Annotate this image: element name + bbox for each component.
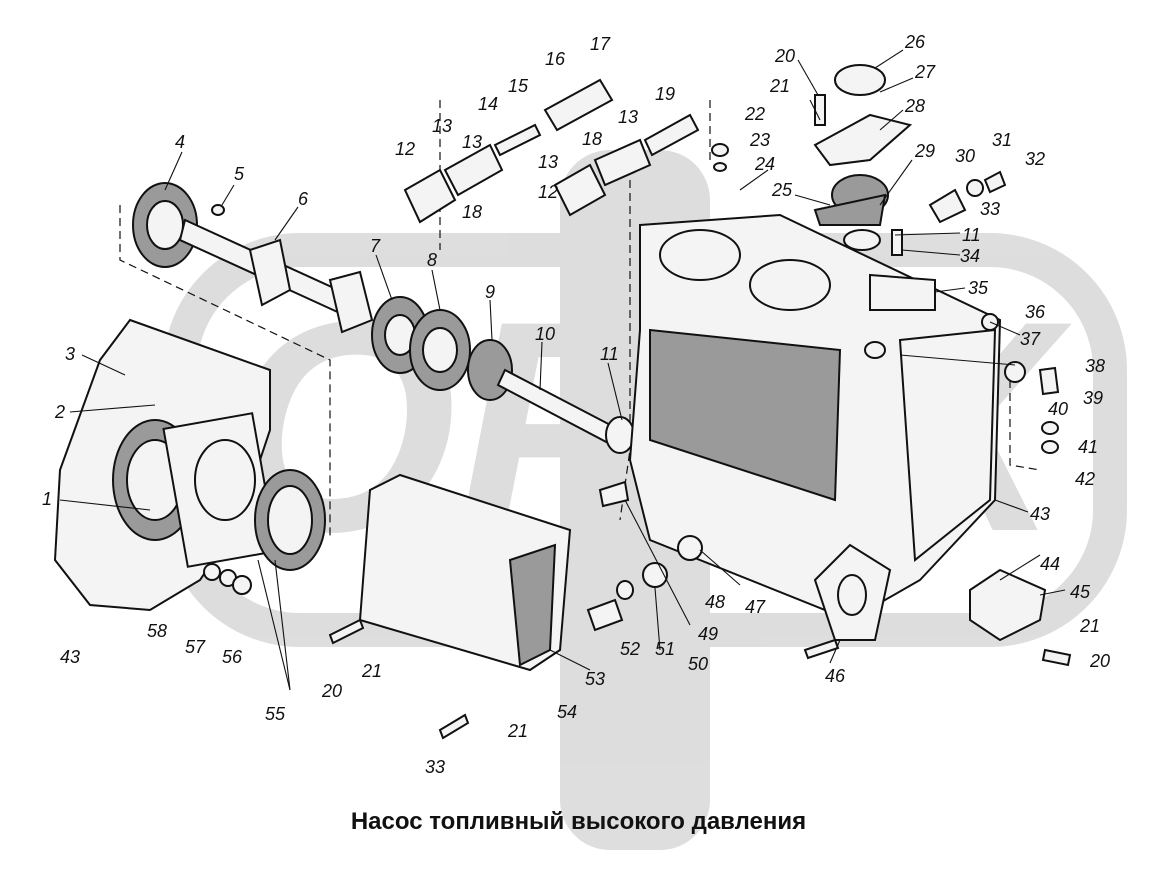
fittings-right <box>928 170 1007 224</box>
callout-32: 32 <box>1025 149 1045 169</box>
callout-25: 25 <box>771 180 793 200</box>
callout-8: 8 <box>427 250 437 270</box>
callout-12-left: 12 <box>395 139 415 159</box>
callout-6: 6 <box>298 189 309 209</box>
callout-28: 28 <box>904 96 925 116</box>
callout-3: 3 <box>65 344 75 364</box>
callout-21-mid: 21 <box>361 661 382 681</box>
callout-14: 14 <box>478 94 498 114</box>
callout-43-left: 43 <box>60 647 80 667</box>
callout-24: 24 <box>754 154 775 174</box>
callout-53: 53 <box>585 669 605 689</box>
camshaft <box>132 182 374 334</box>
callout-11-left: 11 <box>600 344 619 364</box>
callout-33-bottom: 33 <box>425 757 445 777</box>
callout-9: 9 <box>485 282 495 302</box>
callout-46: 46 <box>825 666 846 686</box>
callout-51: 51 <box>655 639 675 659</box>
diagram-caption: Насос топливный высокого давления <box>350 808 807 835</box>
callout-35: 35 <box>968 278 989 298</box>
pump-housing <box>628 213 1002 622</box>
callout-57: 57 <box>185 637 206 657</box>
callout-20-right: 20 <box>1089 651 1110 671</box>
gear-and-shaft <box>467 339 635 454</box>
callout-13-b: 13 <box>462 132 482 152</box>
callout-36: 36 <box>1025 302 1046 322</box>
callout-16: 16 <box>545 49 566 69</box>
callout-30: 30 <box>955 146 975 166</box>
callout-numbers: 1 2 3 4 5 6 7 8 9 10 11 12 12 13 13 13 1… <box>42 32 1110 777</box>
callout-21-right: 21 <box>1079 616 1100 636</box>
callout-13-c: 13 <box>538 152 558 172</box>
callout-17: 17 <box>590 34 611 54</box>
callout-44: 44 <box>1040 554 1060 574</box>
callout-18-left: 18 <box>462 202 482 222</box>
callout-38: 38 <box>1085 356 1105 376</box>
callout-20-bottom: 20 <box>321 681 342 701</box>
plunger-pair-right <box>553 113 700 217</box>
callout-45: 45 <box>1070 582 1091 602</box>
callout-2: 2 <box>54 402 65 422</box>
top-cover-parts <box>813 64 913 251</box>
callout-47: 47 <box>745 597 766 617</box>
fasteners <box>203 94 1072 740</box>
intermediate-plate <box>162 412 278 568</box>
callout-13-a: 13 <box>432 116 452 136</box>
callout-21-top: 21 <box>769 76 790 96</box>
callout-21-bottom: 21 <box>507 721 528 741</box>
callout-50: 50 <box>688 654 708 674</box>
callout-31: 31 <box>992 130 1012 150</box>
callout-33-right: 33 <box>980 199 1000 219</box>
bracket-35 <box>869 273 936 311</box>
callout-1: 1 <box>42 489 52 509</box>
leader-lines <box>59 49 1066 691</box>
callout-52: 52 <box>620 639 640 659</box>
callout-11-right: 11 <box>962 225 981 245</box>
callout-29: 29 <box>914 141 935 161</box>
callout-42: 42 <box>1075 469 1095 489</box>
outlet-flange <box>813 543 892 641</box>
callout-34: 34 <box>960 246 980 266</box>
callout-5: 5 <box>234 164 245 184</box>
callout-10: 10 <box>535 324 555 344</box>
callout-4: 4 <box>175 132 185 152</box>
callout-58: 58 <box>147 621 167 641</box>
callout-43-right: 43 <box>1030 504 1050 524</box>
callout-48: 48 <box>705 592 725 612</box>
callout-19: 19 <box>655 84 675 104</box>
callout-26: 26 <box>904 32 926 52</box>
callout-12-right: 12 <box>538 182 558 202</box>
callout-37: 37 <box>1020 329 1041 349</box>
callout-23: 23 <box>749 130 770 150</box>
callout-54: 54 <box>557 702 577 722</box>
callout-55: 55 <box>265 704 286 724</box>
callout-41: 41 <box>1078 437 1098 457</box>
callout-15: 15 <box>508 76 529 96</box>
bottom-cover <box>969 568 1047 642</box>
callout-56: 56 <box>222 647 243 667</box>
plunger-pair-left <box>403 78 614 224</box>
callout-22: 22 <box>744 104 765 124</box>
callout-27: 27 <box>914 62 936 82</box>
callout-40: 40 <box>1048 399 1068 419</box>
bearings <box>371 296 471 391</box>
callout-13-d: 13 <box>618 107 638 127</box>
callout-18-right: 18 <box>582 129 602 149</box>
seal-ring <box>254 469 326 571</box>
callout-7: 7 <box>370 236 381 256</box>
callout-49: 49 <box>698 624 718 644</box>
callout-39: 39 <box>1083 388 1103 408</box>
callout-20-top: 20 <box>774 46 795 66</box>
